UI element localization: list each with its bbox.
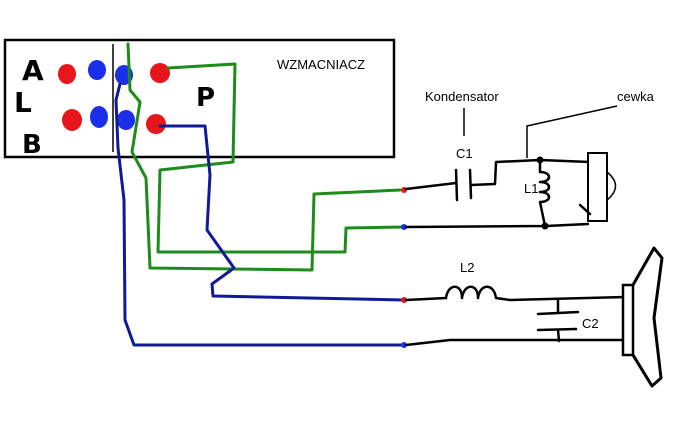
woofer-cone [631, 246, 664, 388]
wire-to-l2 [404, 296, 448, 302]
coil-l2 [444, 285, 627, 302]
label-c1: C1 [456, 146, 473, 161]
label-l1: L1 [524, 181, 538, 196]
amplifier-box [3, 38, 396, 159]
coil-l1 [538, 158, 551, 228]
terminal-red-a-left [58, 64, 76, 84]
wire-woofer-return [404, 338, 627, 347]
letter-a: A [22, 54, 44, 87]
terminal-red-a-right [150, 63, 170, 83]
blue-wire-to-c2-output [114, 82, 406, 347]
label-coil: cewka [617, 89, 655, 104]
letter-p: P [196, 83, 215, 113]
woofer-magnet [621, 283, 635, 357]
blue-wire-to-l2-output [158, 124, 406, 302]
c1-plate-left [454, 168, 459, 202]
junction-top [536, 156, 544, 164]
output-dot-blue-2 [401, 342, 407, 348]
green-wire-top-to-lower-output [156, 62, 406, 254]
junction-bottom [541, 222, 549, 230]
tweeter-lead [578, 203, 592, 216]
coil-pointer [526, 105, 618, 158]
terminal-blue-b-left [90, 106, 108, 128]
label-c2: C2 [582, 316, 599, 331]
tweeter-dome [606, 171, 617, 201]
c2-lead-bottom [556, 328, 561, 343]
label-capacitor: Kondensator [425, 89, 499, 104]
terminal-blue-b-right [117, 110, 135, 130]
output-dot-blue-1 [401, 224, 407, 230]
output-dot-red-2 [401, 297, 407, 303]
letter-l: L [14, 86, 32, 119]
wire-to-c1 [404, 181, 458, 191]
c2-plate-top [536, 310, 580, 316]
amplifier-title: WZMACNIACZ [277, 57, 365, 72]
terminal-blue-a-left [88, 60, 106, 80]
letter-b: B [22, 130, 42, 160]
wire-tweeter-return [404, 222, 590, 229]
wire-c1-to-tweeter [469, 158, 592, 187]
tweeter-body [587, 152, 608, 222]
terminal-red-b-right [146, 114, 166, 134]
terminal-red-b-left [62, 109, 82, 131]
label-l2: L2 [460, 260, 474, 275]
green-wire-a-to-upper-output [126, 42, 402, 272]
